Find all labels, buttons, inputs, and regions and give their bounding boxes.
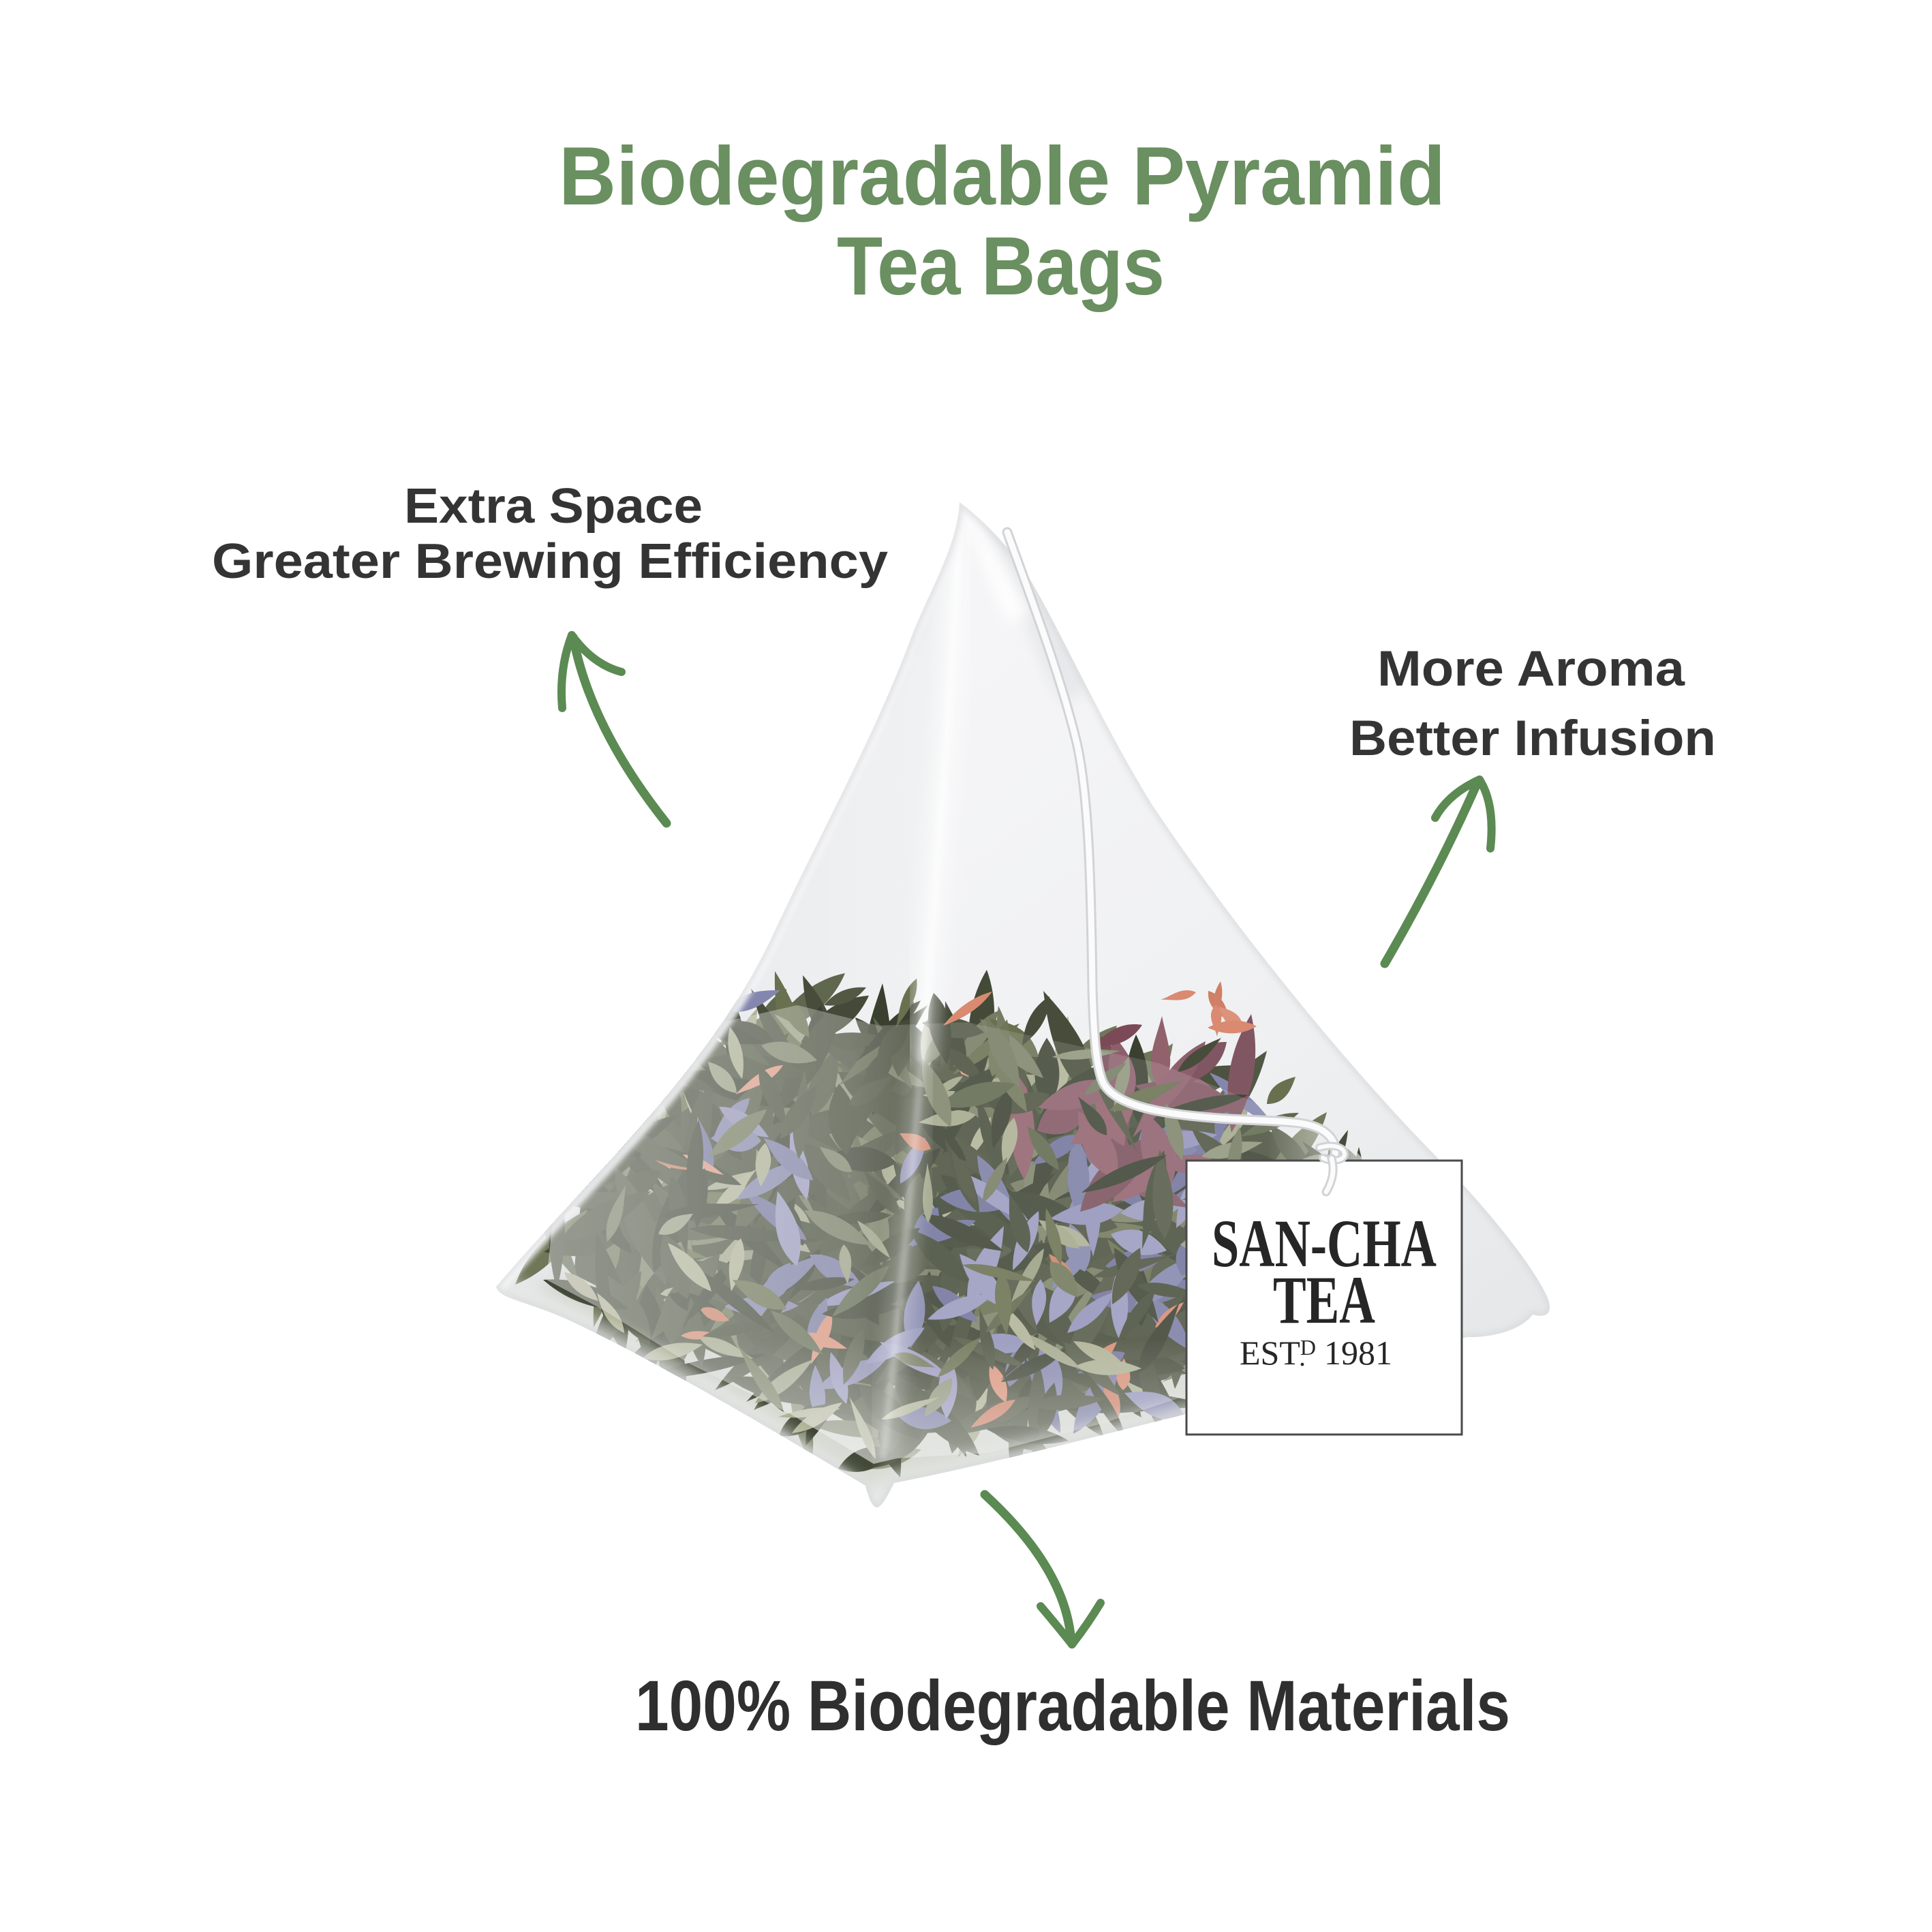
svg-text:Tea Bags: Tea Bags xyxy=(837,219,1165,312)
svg-text:Better Infusion: Better Infusion xyxy=(1349,711,1716,766)
svg-text:Biodegradable Pyramid: Biodegradable Pyramid xyxy=(559,129,1445,222)
svg-text:SAN-CHA: SAN-CHA xyxy=(1212,1206,1437,1281)
svg-text:Greater Brewing Efficiency: Greater Brewing Efficiency xyxy=(212,534,888,589)
svg-text:ESTD.1981: ESTD.1981 xyxy=(1240,1334,1392,1372)
svg-text:Extra Space: Extra Space xyxy=(404,479,703,534)
svg-text:More Aroma: More Aroma xyxy=(1377,641,1685,696)
svg-text:100% Biodegradable Materials: 100% Biodegradable Materials xyxy=(635,1666,1510,1746)
svg-text:TEA: TEA xyxy=(1273,1262,1375,1338)
